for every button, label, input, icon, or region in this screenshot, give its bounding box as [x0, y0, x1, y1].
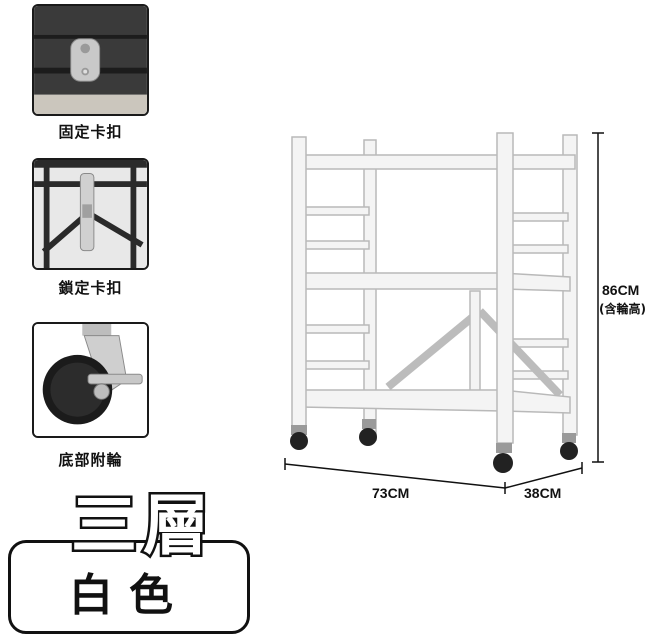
width-dimension: 73CM: [372, 485, 410, 501]
color-badge: [8, 540, 250, 634]
latch-thumbnail: [32, 4, 149, 116]
feature-caption-2: 鎖定卡扣: [58, 279, 123, 297]
wheel-thumbnail: [32, 322, 149, 438]
depth-dimension: 38CM: [524, 485, 562, 501]
color-label: 白色: [69, 570, 189, 621]
lock-thumbnail: [32, 158, 149, 270]
caster-wheel-icon: [34, 324, 147, 436]
shelf-illustration: [290, 132, 578, 473]
height-dimension: 86CM: [602, 282, 640, 298]
tier-title: 三層: [69, 485, 215, 566]
height-note: (含輪高): [599, 302, 646, 316]
latch-plate-icon: [34, 6, 147, 114]
locking-clip-icon: [34, 160, 147, 268]
feature-caption-3: 底部附輪: [58, 451, 123, 469]
feature-caption-1: 固定卡扣: [58, 123, 123, 141]
